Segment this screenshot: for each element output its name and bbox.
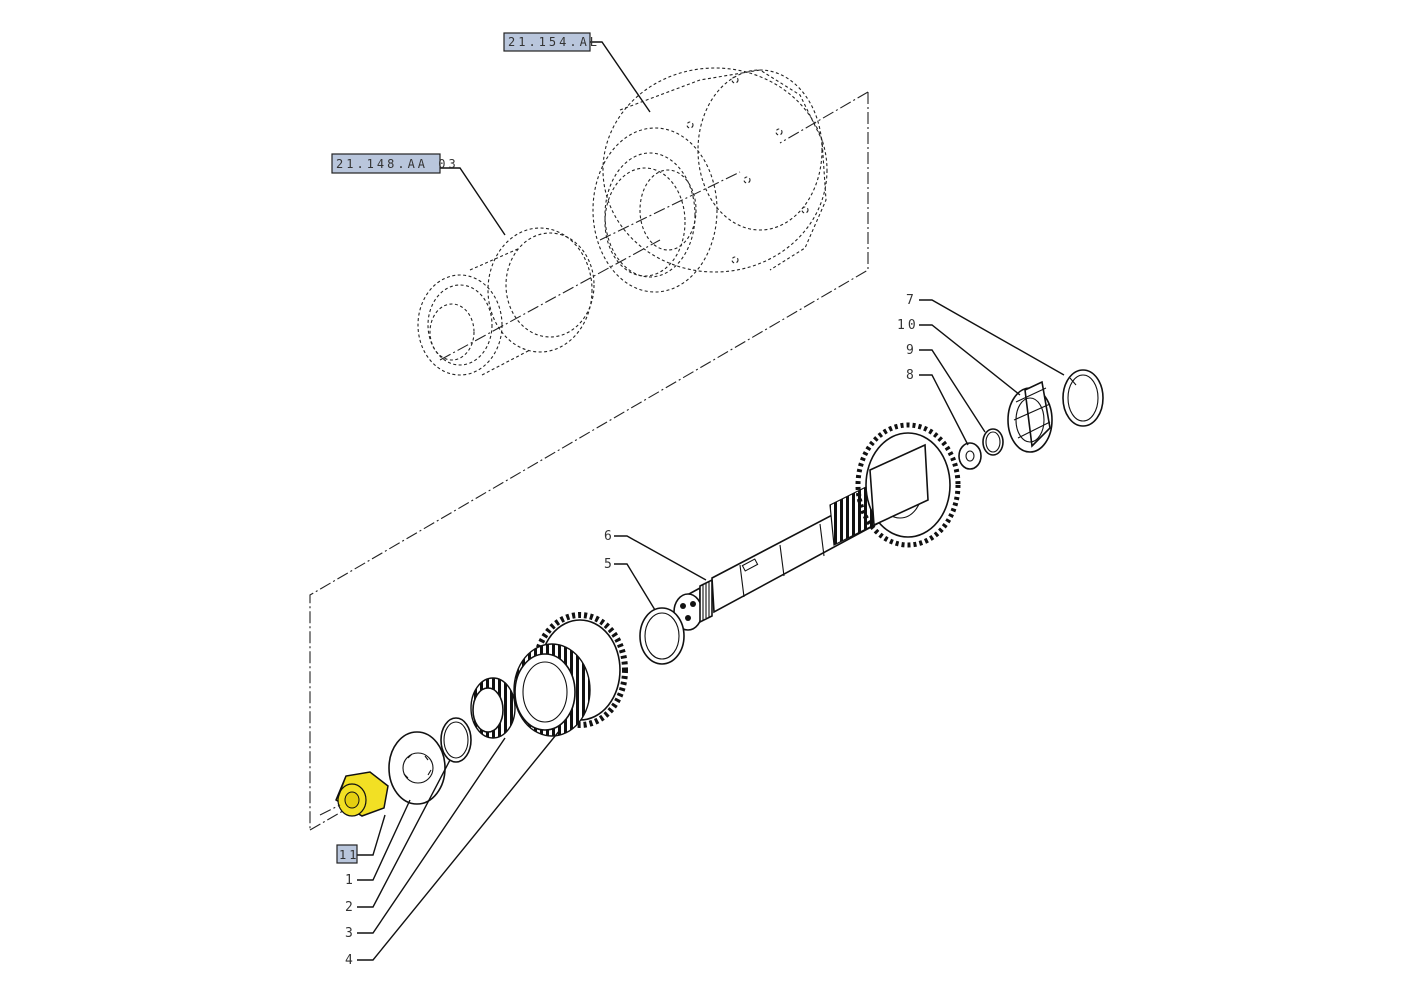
- housing-reference-box[interactable]: [503, 32, 591, 52]
- gear-cluster-phantom[interactable]: [417, 227, 661, 376]
- housing-phantom[interactable]: [592, 67, 828, 293]
- seal-ring[interactable]: [440, 717, 472, 763]
- snap-ring[interactable]: [1062, 369, 1104, 427]
- washer-ring[interactable]: [639, 607, 685, 665]
- plug[interactable]: [958, 442, 982, 470]
- callout-6[interactable]: 6: [604, 529, 615, 544]
- callout-10[interactable]: 10: [897, 318, 919, 333]
- thrust-washer[interactable]: [388, 731, 446, 805]
- callout-11[interactable]: 11: [339, 848, 359, 862]
- callout-1[interactable]: 1: [345, 873, 356, 888]
- callout-11-box[interactable]: [336, 844, 358, 864]
- main-shaft[interactable]: [673, 422, 961, 634]
- callout-9[interactable]: 9: [906, 343, 917, 358]
- callout-4[interactable]: 4: [345, 953, 356, 968]
- callout-7[interactable]: 7: [906, 293, 917, 308]
- gears-reference[interactable]: 21.148.AA 03: [336, 157, 459, 171]
- o-ring[interactable]: [982, 428, 1004, 456]
- gears-reference-box[interactable]: [331, 153, 441, 174]
- housing-reference[interactable]: 21.154.AL: [508, 35, 600, 49]
- needle-bearing[interactable]: [1007, 380, 1053, 453]
- callout-3[interactable]: 3: [345, 926, 356, 941]
- double-gear[interactable]: [513, 612, 628, 737]
- callout-5[interactable]: 5: [604, 557, 615, 572]
- callout-2[interactable]: 2: [345, 900, 356, 915]
- callout-8[interactable]: 8: [906, 368, 917, 383]
- splined-hub[interactable]: [470, 677, 516, 739]
- lock-nut[interactable]: [335, 771, 389, 817]
